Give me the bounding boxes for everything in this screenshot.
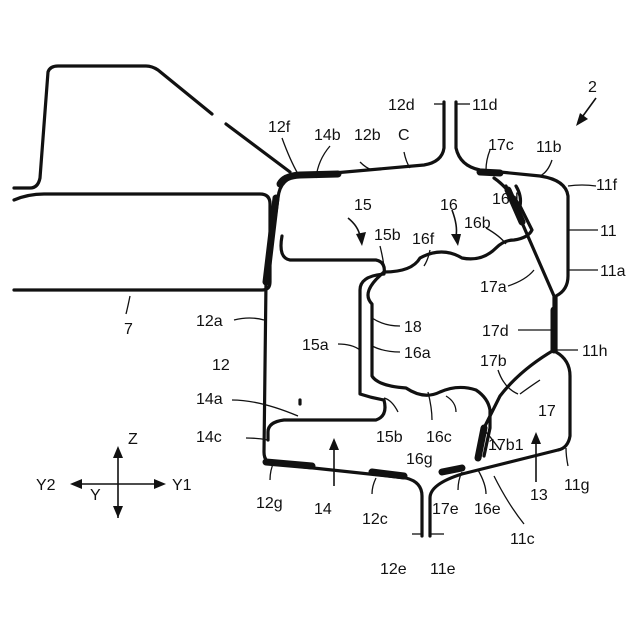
axis-label-y2: Y2 xyxy=(36,477,56,494)
axis-labels: Z Y2 Y1 Y xyxy=(36,431,192,504)
label-11f: 11f xyxy=(596,177,618,194)
label-11g: 11g xyxy=(564,477,590,494)
label-11a: 11a xyxy=(600,263,626,280)
label-16f: 16f xyxy=(412,231,435,248)
label-2: 2 xyxy=(588,79,597,96)
y2-arrow-icon xyxy=(70,479,82,489)
label-13: 13 xyxy=(530,487,548,504)
axis-label-y: Y xyxy=(90,487,101,504)
axis-label-y1: Y1 xyxy=(172,477,192,494)
label-15a: 15a xyxy=(302,337,329,354)
label-12: 12 xyxy=(212,357,230,374)
label-16g: 16g xyxy=(406,451,433,468)
label-17b1: 17b1 xyxy=(488,437,524,454)
label-12g: 12g xyxy=(256,495,283,512)
label-16b: 16b xyxy=(464,215,491,232)
label-18: 18 xyxy=(404,319,422,336)
label-17d: 17d xyxy=(482,323,509,340)
z-arrow-down-icon xyxy=(113,506,123,518)
label-11d: 11d xyxy=(472,97,498,114)
member-16 xyxy=(368,178,532,456)
label-14c: 14c xyxy=(196,429,222,446)
label-11c: 11c xyxy=(510,531,535,548)
label-12b: 12b xyxy=(354,127,381,144)
label-7: 7 xyxy=(124,321,133,338)
label-C: C xyxy=(398,127,410,144)
z-arrow-up-icon xyxy=(113,446,123,458)
label-14a: 14a xyxy=(196,391,223,408)
label-14b: 14b xyxy=(314,127,341,144)
label-12e: 12e xyxy=(380,561,407,578)
label-14: 14 xyxy=(314,501,332,518)
label-17a: 17a xyxy=(480,279,507,296)
label-15b-top: 15b xyxy=(374,227,401,244)
label-12d: 12d xyxy=(388,97,415,114)
reference-labels: 2 7 12d 11d 12f 14b 12b C 17c 11b 11f 16… xyxy=(124,79,626,578)
label-11b: 11b xyxy=(536,139,562,156)
label-16c: 16c xyxy=(426,429,452,446)
label-17b: 17b xyxy=(480,353,507,370)
label-16: 16 xyxy=(440,197,458,214)
label-12a: 12a xyxy=(196,313,223,330)
label-17c: 17c xyxy=(488,137,514,154)
label-12f: 12f xyxy=(268,119,291,136)
label-15b-bottom: 15b xyxy=(376,429,403,446)
label-15: 15 xyxy=(354,197,372,214)
label-11e: 11e xyxy=(430,561,456,578)
label-16a: 16a xyxy=(404,345,431,362)
axis-diagram xyxy=(70,446,166,518)
label-12c: 12c xyxy=(362,511,388,528)
label-11h: 11h xyxy=(582,343,608,360)
y1-arrow-icon xyxy=(154,479,166,489)
label-16d: 16d xyxy=(492,191,519,208)
label-11: 11 xyxy=(600,223,617,240)
label-17: 17 xyxy=(538,403,556,420)
panel-7 xyxy=(14,66,290,290)
label-17e: 17e xyxy=(432,501,459,518)
axis-label-z: Z xyxy=(128,431,138,448)
label-16e: 16e xyxy=(474,501,501,518)
